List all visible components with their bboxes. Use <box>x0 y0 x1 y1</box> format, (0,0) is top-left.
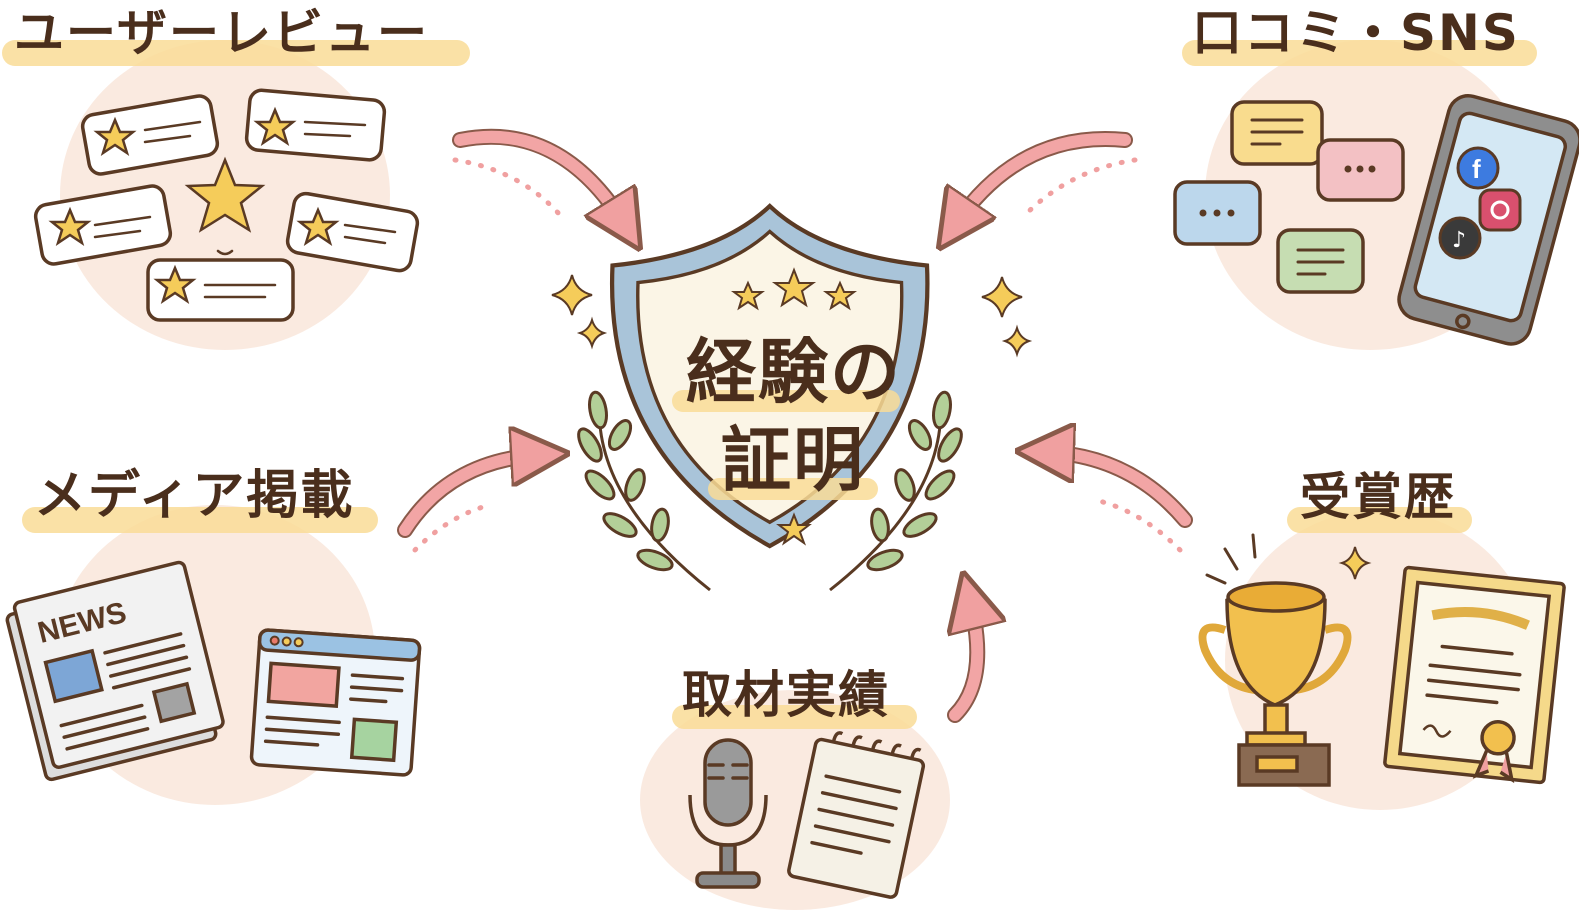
facebook-icon <box>1456 146 1500 190</box>
review-bubbles-icon <box>33 88 420 322</box>
interview-icons <box>688 731 926 899</box>
svg-text:f: f <box>1472 154 1481 184</box>
sparkle-icon <box>1338 546 1372 580</box>
laurel-icon <box>577 390 963 592</box>
label-text: 受賞歴 <box>1300 468 1456 526</box>
label-text: 取材実績 <box>682 666 890 724</box>
smiling-star-icon <box>184 156 266 233</box>
media-icons: NEWS <box>5 560 422 782</box>
arrow-top-left <box>452 128 625 225</box>
label-text: メディア掲載 <box>34 466 355 526</box>
certificate-icon <box>1383 565 1566 785</box>
svg-text:♪: ♪ <box>1452 228 1466 253</box>
arrow-middle-right <box>1045 452 1193 553</box>
arrow-bottom <box>955 600 977 723</box>
web-article-icon <box>249 628 422 777</box>
sns-icons: f ♪ <box>1173 94 1579 346</box>
center-title-line2: 証明 <box>721 419 865 501</box>
shield-icon <box>551 203 1033 592</box>
sparkle-icon <box>551 274 1033 358</box>
arrow-top-right <box>955 131 1138 225</box>
label-text: ユーザーレビュー <box>14 4 429 62</box>
instagram-icon <box>1478 188 1522 232</box>
tiktok-icon <box>1438 216 1482 260</box>
microphone-icon <box>688 738 768 889</box>
star-icon <box>731 267 857 546</box>
arrow-middle-left <box>397 455 540 553</box>
newspaper-icon: NEWS <box>5 560 225 782</box>
award-icons <box>1198 533 1566 787</box>
label-text: 口コミ・SNS <box>1192 4 1520 62</box>
notepad-icon <box>787 731 926 899</box>
trophy-icon <box>1198 581 1352 787</box>
center-title-line1: 経験の <box>686 331 902 413</box>
